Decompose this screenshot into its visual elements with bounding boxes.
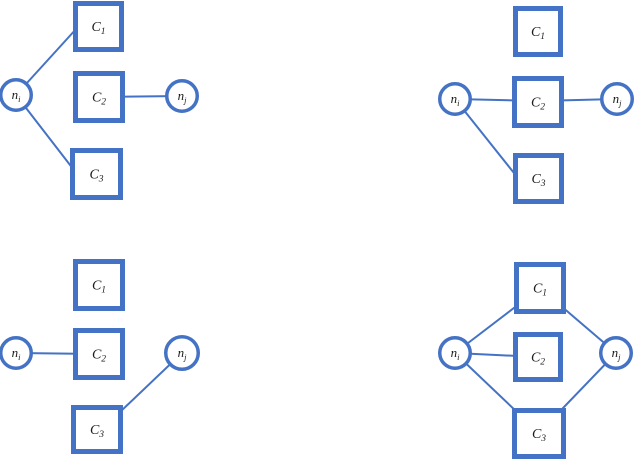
label-c3: C3 <box>532 427 546 444</box>
check-node-c1 <box>513 6 563 57</box>
label-nj: nj <box>178 345 188 362</box>
check-node-c1 <box>73 1 124 52</box>
check-node-c3 <box>513 153 564 204</box>
variable-node-nj <box>599 336 633 370</box>
variable-node-ni <box>0 78 33 112</box>
label-c2: C2 <box>92 90 106 107</box>
variable-node-nj <box>164 335 200 371</box>
label-c1: C1 <box>92 278 106 295</box>
check-node-c3 <box>512 408 566 459</box>
label-c3: C3 <box>89 167 103 184</box>
label-nj: nj <box>612 345 622 362</box>
label-nj: nj <box>613 91 623 108</box>
check-node-c2 <box>73 71 125 123</box>
variable-node-nj <box>165 79 199 113</box>
variable-node-ni <box>438 336 472 370</box>
label-c1: C1 <box>91 20 105 37</box>
label-c1: C1 <box>531 25 545 42</box>
check-node-c2 <box>513 332 563 382</box>
label-c2: C2 <box>531 95 545 112</box>
check-node-c2 <box>512 76 564 128</box>
label-c3: C3 <box>90 423 104 440</box>
check-node-c1 <box>514 262 566 314</box>
label-ni: ni <box>451 345 461 362</box>
label-ni: ni <box>12 87 22 104</box>
label-c3: C3 <box>531 172 545 189</box>
variable-node-nj <box>600 82 634 116</box>
label-ni: ni <box>12 345 22 362</box>
check-node-c1 <box>73 259 125 311</box>
label-c2: C2 <box>531 350 545 367</box>
variable-node-ni <box>438 82 472 116</box>
check-node-c3 <box>70 148 123 200</box>
label-nj: nj <box>178 88 188 105</box>
label-c2: C2 <box>92 347 106 364</box>
variable-node-ni <box>0 336 33 370</box>
check-node-c3 <box>71 405 123 454</box>
label-c1: C1 <box>533 281 547 298</box>
label-ni: ni <box>451 91 461 108</box>
check-node-c2 <box>73 328 125 380</box>
